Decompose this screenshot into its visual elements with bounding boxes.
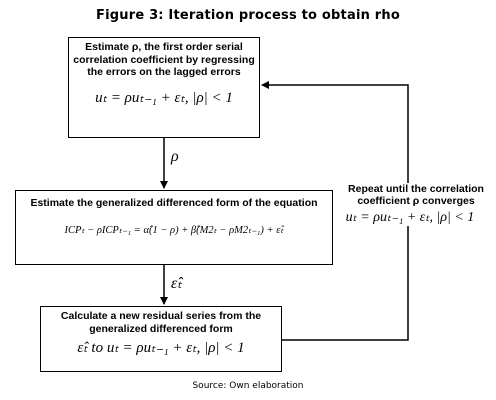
step-new-residual-series-text: Calculate a new residual series from the… xyxy=(60,310,262,335)
source-note: Source: Own elaboration xyxy=(192,381,304,391)
step-new-residual-series-equation: ε̂ₜ to uₜ = ρuₜ₋₁ + εₜ, |ρ| < 1 xyxy=(77,340,245,356)
step-estimate-rho-equation: uₜ = ρuₜ₋₁ + εₜ, |ρ| < 1 xyxy=(95,89,233,106)
loop-note-text: Repeat until the correlation coefficient… xyxy=(348,183,484,207)
step-new-residual-series: Calculate a new residual series from the… xyxy=(40,306,282,372)
figure-title: Figure 3: Iteration process to obtain rh… xyxy=(96,8,400,23)
loop-note-equation: uₜ = ρuₜ₋₁ + εₜ, |ρ| < 1 xyxy=(345,210,475,225)
step-generalized-difference: Estimate the generalized differenced for… xyxy=(15,190,333,265)
step-generalized-difference-text: Estimate the generalized differenced for… xyxy=(30,197,318,209)
step-estimate-rho: Estimate ρ, the first order serial corre… xyxy=(68,37,260,138)
loop-note: Repeat until the correlation coefficient… xyxy=(336,183,496,226)
edge-label-rho: ρ xyxy=(171,148,179,165)
step-estimate-rho-text: Estimate ρ, the first order serial corre… xyxy=(73,41,255,78)
step-generalized-difference-equation: ICPₜ − ρICPₜ₋₁ = α̂(1 − ρ) + β̂(M2ₜ − ρM… xyxy=(64,224,284,236)
edge-label-epsilon-hat: ε̂ₜ xyxy=(171,275,183,292)
